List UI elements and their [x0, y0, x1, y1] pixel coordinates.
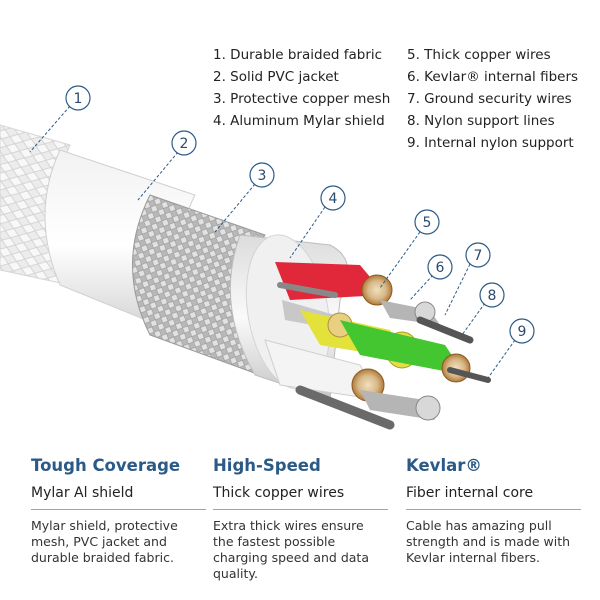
callout-5: 5	[414, 209, 440, 235]
nylon-support-line-bottom	[447, 367, 491, 383]
callout-8: 8	[479, 282, 505, 308]
svg-text:9: 9	[518, 324, 527, 340]
callout-9: 9	[509, 318, 535, 344]
green-wire	[340, 320, 465, 375]
svg-text:4: 4	[329, 191, 338, 207]
feature-tough-coverage: Tough Coverage Mylar Al shield Mylar shi…	[31, 456, 206, 566]
svg-text:3: 3	[258, 168, 267, 184]
legend-item-2: 2. Solid PVC jacket	[213, 69, 339, 85]
feature-body: Cable has amazing pull strength and is m…	[406, 518, 571, 565]
ground-wire-bottom-end	[415, 395, 441, 421]
callout-leader-lines	[29, 105, 516, 379]
feature-title: Tough Coverage	[31, 456, 181, 475]
svg-text:8: 8	[488, 288, 497, 304]
svg-text:5: 5	[423, 215, 432, 231]
legend-right: 5. Thick copper wires 6. Kevlar® interna…	[407, 44, 578, 154]
svg-text:1: 1	[74, 91, 83, 107]
legend-item-3: 3. Protective copper mesh	[213, 91, 391, 107]
callout-1: 1	[65, 85, 91, 111]
red-wire-copper-end	[361, 274, 393, 306]
cable-cross-section-illustration: 1 2 3 4 5 6 7 8	[0, 85, 535, 430]
feature-kevlar: Kevlar® Fiber internal core Cable has am…	[406, 456, 581, 566]
feature-title: High-Speed	[213, 456, 321, 475]
feature-subtitle: Thick copper wires	[213, 485, 388, 510]
svg-text:7: 7	[474, 248, 483, 264]
callout-6: 6	[427, 254, 453, 280]
feature-title: Kevlar®	[406, 456, 482, 475]
inner-wires	[264, 262, 491, 430]
feature-body: Mylar shield, protective mesh, PVC jacke…	[31, 518, 178, 565]
grey-fiber-rod	[277, 282, 338, 298]
feature-subtitle: Mylar Al shield	[31, 485, 206, 510]
legend-item-6: 6. Kevlar® internal fibers	[407, 69, 579, 85]
green-wire-copper-end	[441, 353, 471, 383]
legend-left: 1. Durable braided fabric 2. Solid PVC j…	[213, 44, 390, 132]
feature-body: Extra thick wires ensure the fastest pos…	[213, 518, 369, 581]
callout-3: 3	[249, 162, 275, 188]
nylon-support-line-top	[416, 316, 474, 344]
legend-item-7: 7. Ground security wires	[407, 91, 572, 107]
callout-2: 2	[171, 130, 197, 156]
callout-markers: 1 2 3 4 5 6 7 8	[65, 85, 535, 344]
svg-text:2: 2	[180, 136, 189, 152]
legend-item-4: 4. Aluminum Mylar shield	[213, 113, 385, 129]
legend-item-5: 5. Thick copper wires	[407, 47, 551, 63]
callout-7: 7	[465, 242, 491, 268]
legend-item-1: 1. Durable braided fabric	[213, 47, 383, 63]
legend-item-8: 8. Nylon support lines	[407, 113, 555, 129]
ground-wire-bottom	[360, 390, 435, 420]
feature-subtitle: Fiber internal core	[406, 485, 581, 510]
internal-nylon-support	[295, 385, 395, 430]
svg-text:6: 6	[436, 260, 445, 276]
feature-high-speed: High-Speed Thick copper wires Extra thic…	[213, 456, 388, 582]
callout-4: 4	[320, 185, 346, 211]
legend-item-9: 9. Internal nylon support	[407, 135, 574, 151]
